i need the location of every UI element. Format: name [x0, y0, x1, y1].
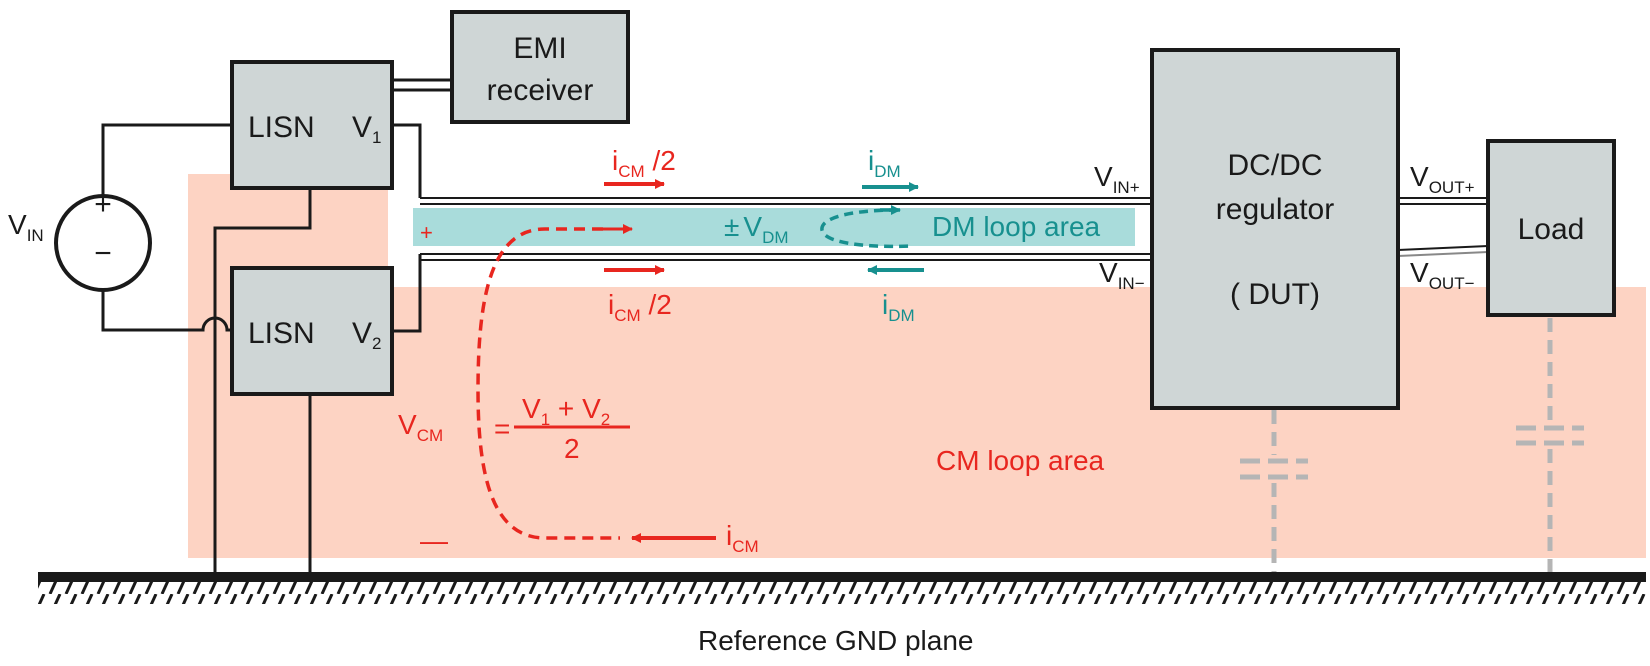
vcm-formula: VCM = V1 + V2 2 — [398, 393, 630, 464]
vin-minus-rail — [420, 253, 1152, 261]
dut-line1: DC/DC — [1228, 149, 1323, 182]
load-parasitic-capacitor — [1516, 318, 1584, 572]
gnd-plane-label: Reference GND plane — [698, 625, 973, 656]
dm-loop-circulation — [820, 205, 913, 249]
load-block: Load — [1486, 139, 1616, 317]
vin-plus-label: VIN+ — [1094, 161, 1140, 197]
icm-half-bottom-label: iCM /2 — [608, 289, 672, 325]
cm-loop-area — [188, 174, 1646, 558]
vdm-label: ±VDM — [724, 211, 789, 247]
vout-plus-label: VOUT+ — [1410, 161, 1475, 197]
dut-parasitic-capacitor — [1240, 410, 1308, 572]
vout-minus-label: VOUT− — [1410, 257, 1475, 293]
lisn2-port: V2 — [352, 317, 381, 353]
idm-top-label: iDM — [868, 145, 901, 181]
load-name: Load — [1518, 213, 1585, 246]
emi-receiver-block: EMI receiver — [450, 10, 630, 124]
dut-line3: ( DUT) — [1230, 278, 1320, 311]
cm-plus-sign: + — [420, 220, 433, 245]
dut-line2: regulator — [1216, 193, 1334, 226]
dm-loop-area-label: DM loop area — [932, 211, 1101, 242]
wires — [101, 78, 452, 572]
vin-label: VIN — [8, 209, 44, 245]
lisn1-port: V1 — [352, 111, 381, 147]
emi-line2: receiver — [487, 74, 594, 107]
lisn2-name: LISN — [248, 317, 315, 350]
icm-half-top-label: iCM /2 — [612, 145, 676, 181]
emi-line1: EMI — [513, 32, 566, 65]
vcm-numerator: V1 + V2 — [522, 393, 610, 429]
reference-gnd-plane — [38, 572, 1646, 604]
cm-minus-sign: — — [420, 525, 448, 556]
vin-plus-rail — [420, 197, 1152, 205]
source-minus: − — [94, 237, 112, 270]
idm-bottom-label: iDM — [882, 289, 915, 325]
icm-bottom-label: iCM — [726, 520, 759, 556]
cm-loop-path — [476, 227, 620, 540]
dm-loop-band — [413, 208, 1135, 246]
dut-block: DC/DC regulator ( DUT) — [1150, 48, 1400, 410]
source-plus: + — [94, 188, 112, 221]
vin-source: + − VIN — [8, 188, 152, 292]
vin-minus-label: VIN− — [1099, 257, 1145, 293]
vcm-label: VCM — [398, 409, 443, 445]
cm-loop-area-label: CM loop area — [936, 445, 1105, 476]
vout-rails — [1397, 197, 1489, 257]
lisn2-block: LISN V2 — [230, 266, 394, 396]
vcm-denominator: 2 — [564, 433, 580, 464]
vcm-equals: = — [494, 413, 510, 444]
lisn1-block: LISN V1 — [230, 60, 394, 190]
lisn1-name: LISN — [248, 111, 315, 144]
